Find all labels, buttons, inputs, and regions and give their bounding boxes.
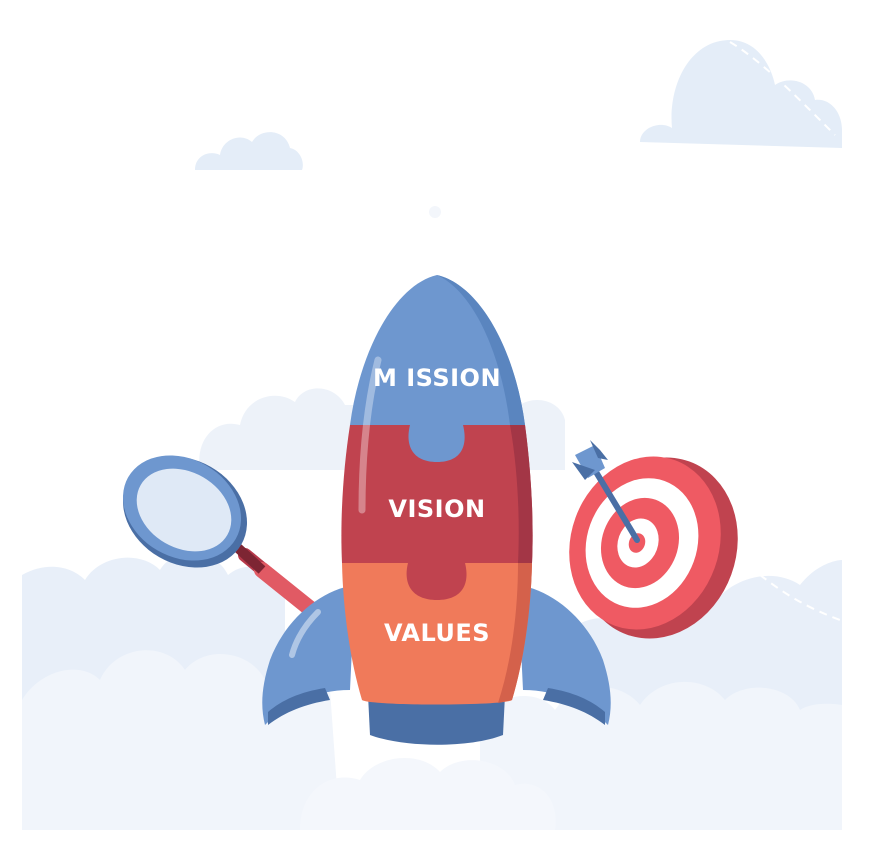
mission-label: M ISSION — [373, 364, 501, 392]
vision-label: VISION — [388, 495, 485, 523]
values-label: VALUES — [384, 619, 490, 647]
cloud-icon — [640, 40, 842, 148]
cloud-icon — [195, 132, 303, 170]
cloud-icon — [429, 206, 441, 218]
magnifying-glass-icon — [122, 455, 326, 623]
cloud-icon — [22, 552, 842, 830]
rocket-icon: M ISSION VISION VALUES — [262, 275, 611, 745]
target-icon — [569, 456, 738, 639]
arrow-icon — [572, 440, 640, 543]
